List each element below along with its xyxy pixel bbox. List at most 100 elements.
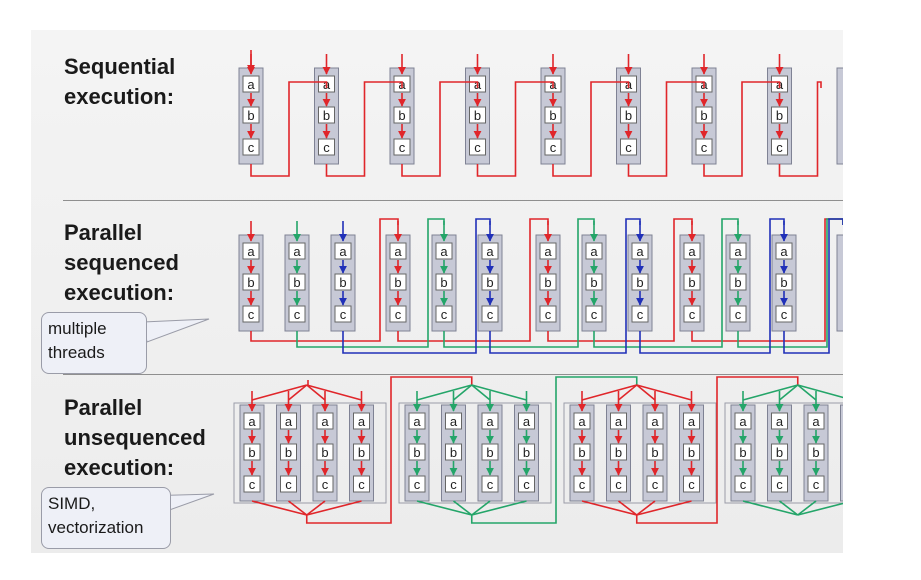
step-box — [435, 242, 453, 260]
fan-out — [797, 500, 817, 516]
step-box — [288, 305, 306, 323]
fan-out — [797, 502, 843, 516]
step-box — [683, 305, 701, 323]
step-box — [729, 305, 747, 323]
step-label-b: b — [321, 445, 328, 460]
step-label-c: c — [689, 307, 696, 322]
sequential-connector — [627, 81, 705, 177]
step-label-c: c — [487, 307, 494, 322]
fan-in — [778, 384, 799, 401]
step-label-c: c — [285, 477, 292, 492]
step-box — [573, 443, 591, 461]
step-box — [481, 475, 499, 493]
step-box — [631, 273, 649, 291]
step-label-c: c — [615, 477, 622, 492]
step-box — [620, 138, 637, 156]
step-label-b: b — [780, 275, 787, 290]
fan-in — [471, 384, 527, 401]
step-box — [585, 242, 603, 260]
step-box — [481, 305, 499, 323]
step-label-a: a — [394, 244, 402, 259]
thread-connector-0 — [250, 218, 399, 342]
fan-in — [306, 384, 326, 401]
step-box — [242, 138, 260, 156]
step-label-b: b — [285, 445, 292, 460]
step-label-c: c — [776, 140, 783, 155]
step-box — [646, 412, 664, 430]
callout-simd-vectorization: SIMD, vectorization — [41, 487, 171, 549]
step-box — [316, 443, 334, 461]
fan-out — [779, 500, 799, 516]
sequential-connector — [250, 81, 328, 177]
step-label-c: c — [701, 140, 708, 155]
group-connector — [635, 376, 799, 524]
step-label-c: c — [487, 477, 494, 492]
step-label-c: c — [249, 477, 256, 492]
step-label-b: b — [394, 275, 401, 290]
fan-in — [287, 384, 308, 401]
step-label-a: a — [590, 244, 598, 259]
step-box — [771, 106, 788, 124]
step-label-b: b — [688, 275, 695, 290]
step-box — [631, 305, 649, 323]
step-box — [435, 305, 453, 323]
divider-1 — [63, 200, 843, 201]
step-label-a: a — [651, 414, 659, 429]
step-box — [481, 273, 499, 291]
callout-multiple-threads: multiple threads — [41, 312, 147, 374]
step-label-c: c — [358, 477, 365, 492]
thread-connector-2 — [783, 218, 843, 354]
step-box — [683, 242, 701, 260]
fan-in — [742, 384, 798, 401]
step-label-b: b — [625, 108, 632, 123]
step-label-c: c — [776, 477, 783, 492]
step-label-b: b — [486, 275, 493, 290]
step-label-b: b — [739, 445, 746, 460]
step-box — [280, 412, 297, 430]
fan-out — [618, 500, 638, 516]
step-label-a: a — [247, 77, 255, 92]
step-box — [280, 475, 297, 493]
step-box — [242, 273, 260, 291]
step-box — [807, 412, 825, 430]
step-box — [334, 242, 352, 260]
step-label-a: a — [739, 414, 747, 429]
step-label-a: a — [285, 414, 293, 429]
step-label-a: a — [413, 414, 421, 429]
step-label-c: c — [625, 140, 632, 155]
step-label-b: b — [636, 275, 643, 290]
vector-group — [233, 402, 387, 504]
step-box — [775, 242, 793, 260]
step-label-c: c — [395, 307, 402, 322]
step-box — [288, 242, 306, 260]
step-box — [807, 443, 825, 461]
step-label-a: a — [293, 244, 301, 259]
step-label-c: c — [523, 477, 530, 492]
step-label-b: b — [734, 275, 741, 290]
step-label-c: c — [340, 307, 347, 322]
step-box — [243, 443, 261, 461]
fan-out — [742, 500, 798, 516]
sequential-connector — [325, 81, 403, 177]
step-box — [242, 242, 260, 260]
step-box — [242, 75, 260, 93]
step-label-c: c — [294, 307, 301, 322]
step-label-b: b — [700, 108, 707, 123]
step-box — [729, 242, 747, 260]
step-label-c: c — [441, 307, 448, 322]
step-label-c: c — [735, 307, 742, 322]
step-box — [610, 475, 627, 493]
fan-out — [636, 500, 692, 516]
step-box — [288, 273, 306, 291]
step-box — [393, 138, 411, 156]
step-box — [408, 412, 426, 430]
step-box — [807, 475, 825, 493]
fan-in — [471, 384, 491, 401]
thread-connector-2 — [489, 218, 641, 354]
thread-connector-0 — [397, 218, 549, 342]
thread-connector-1 — [443, 218, 595, 348]
step-box — [445, 443, 462, 461]
fan-in — [416, 384, 472, 401]
thread-connector-1 — [296, 218, 445, 348]
step-label-c: c — [399, 140, 406, 155]
